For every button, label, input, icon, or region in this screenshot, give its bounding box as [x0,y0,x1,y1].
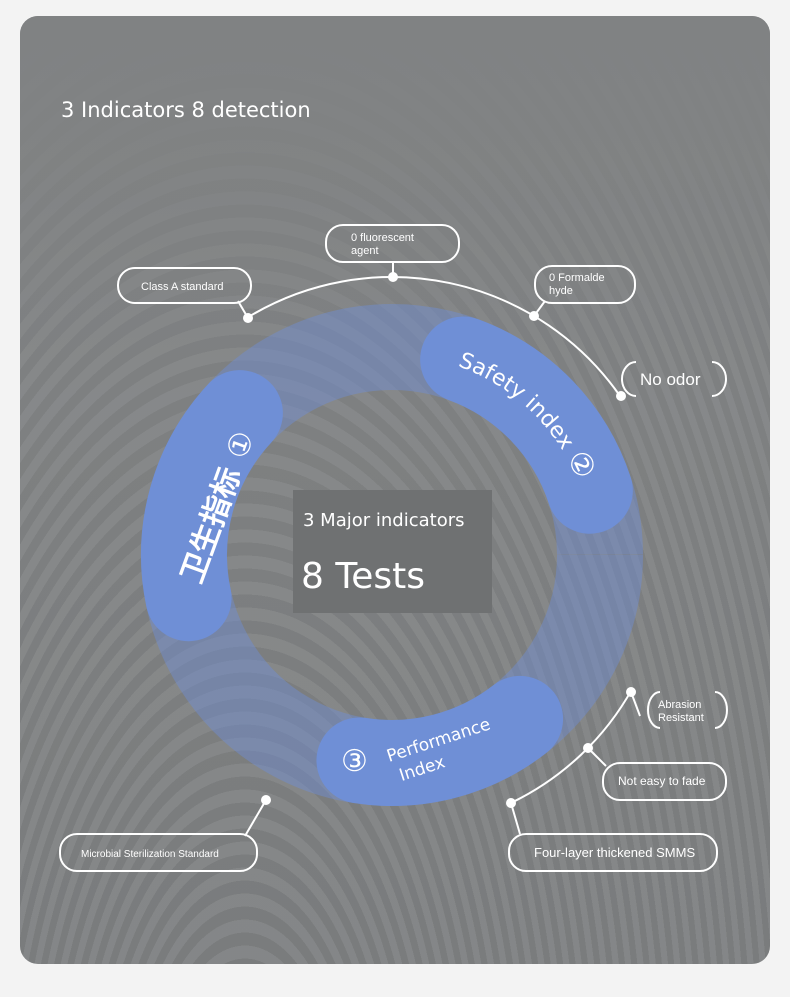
text-microbial: Microbial Sterilization Standard [81,849,219,860]
text-abrasion-2: Resistant [658,712,704,724]
label-fluorescent [325,224,460,263]
text-class-a: Class A standard [141,281,224,293]
text-no-odor: No odor [640,370,701,389]
label-formaldehyde [534,265,636,304]
hygiene-segment [141,370,283,642]
performance-number: ③ [341,744,368,779]
label-no-odor [621,361,727,397]
text-fade: Not easy to fade [618,774,706,788]
text-formaldehyde-1: 0 Formalde [549,272,605,284]
label-smms [508,833,718,872]
bottom-right-connector-arc [512,687,634,804]
top-connector-arc [248,276,621,397]
safety-segment [420,316,633,534]
text-abrasion-1: Abrasion [658,699,701,711]
label-class-a [117,267,252,304]
center-line1: 3 Major indicators [303,510,465,531]
dot-no-odor [616,391,626,401]
text-formaldehyde-2: hyde [549,285,573,297]
page-title: 3 Indicators 8 detection [61,98,311,122]
label-abrasion [647,691,728,729]
text-fluorescent-2: agent [351,245,379,257]
center-summary-box: 3 Major indicators 8 Tests [293,490,492,613]
label-microbial [59,833,258,872]
performance-segment [316,675,564,806]
label-fade [602,762,727,801]
center-line2: 8 Tests [301,556,425,597]
text-fluorescent-1: 0 fluorescent [351,232,414,244]
text-smms: Four-layer thickened SMMS [534,845,695,860]
